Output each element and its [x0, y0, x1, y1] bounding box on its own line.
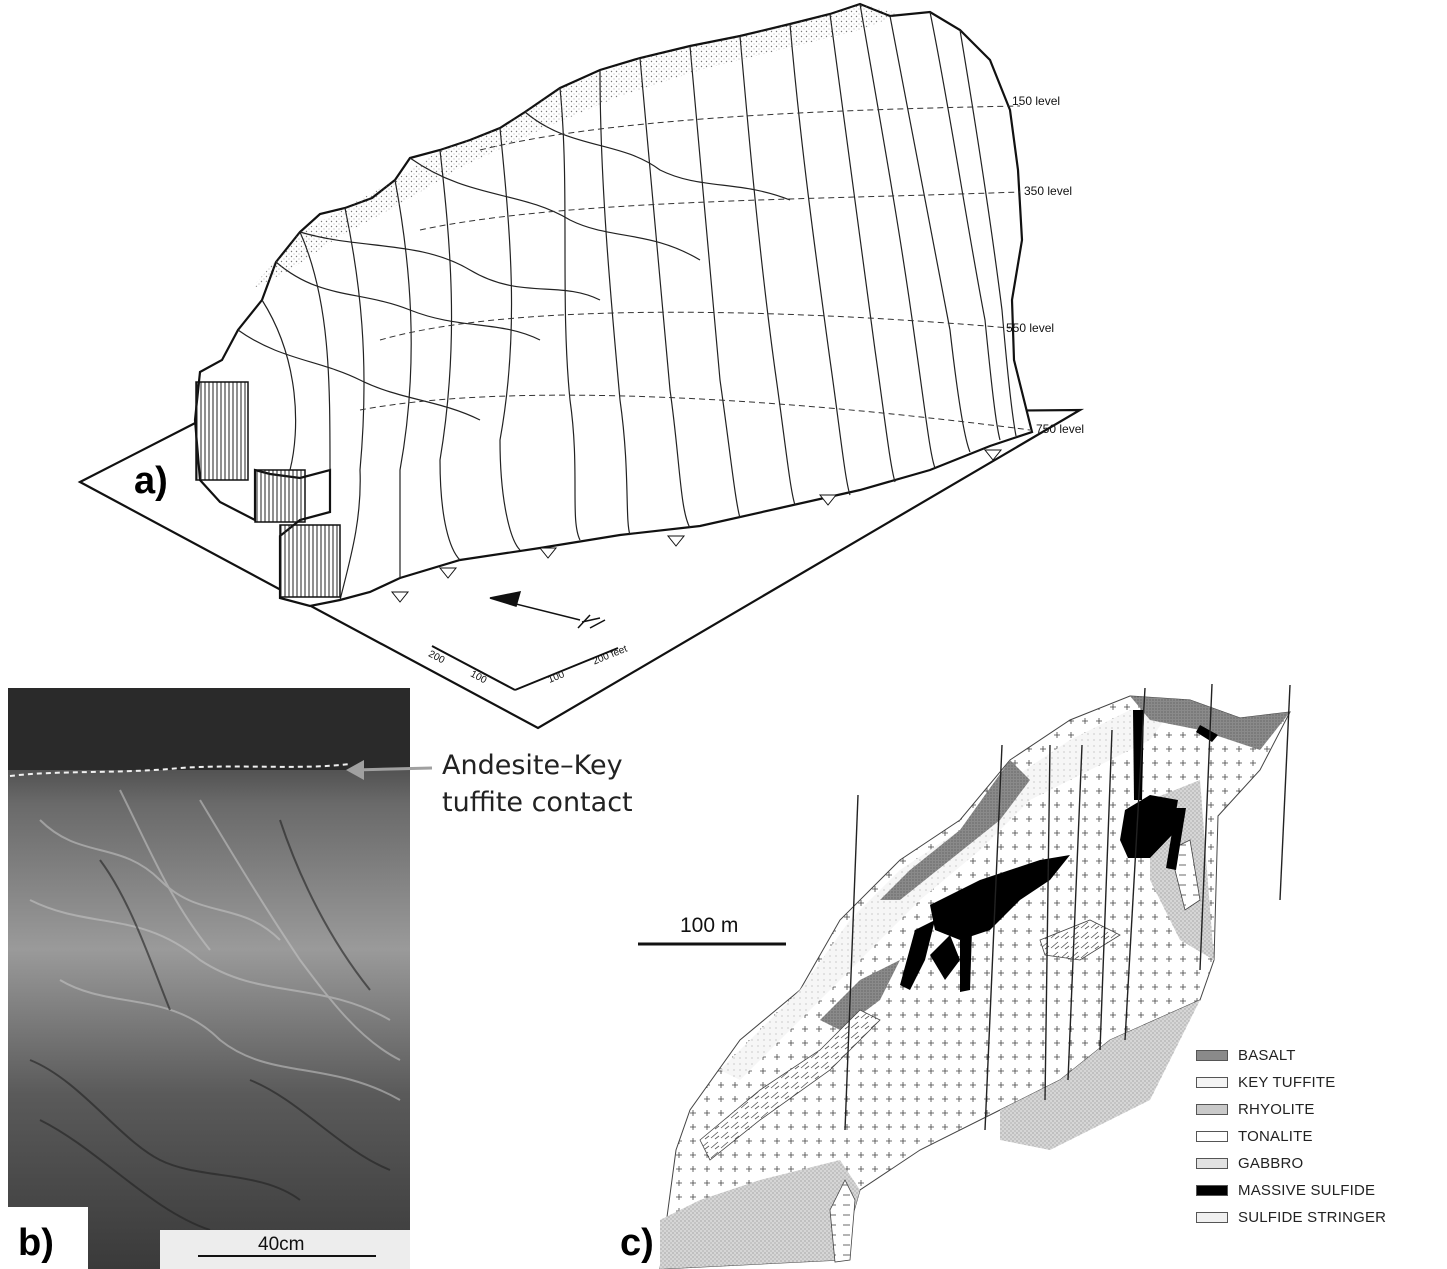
callout-line-1: Andesite–Key: [442, 750, 623, 781]
callout-arrow-line: [353, 766, 433, 772]
photo-scale-box: [160, 1230, 410, 1269]
basalt-band: [820, 960, 900, 1030]
legend-label: GABBRO: [1238, 1154, 1304, 1172]
basalt-band: [880, 760, 1030, 900]
level-label-350: 350 level: [1024, 184, 1073, 198]
rhyolite-zone: [660, 1160, 860, 1269]
section-scale-label: 100 m: [680, 914, 739, 937]
legend-swatch: [1196, 1157, 1228, 1169]
gabbro-dike: [1039, 919, 1121, 961]
level-lines: [359, 105, 1031, 431]
callout-arrow-head-icon: [346, 760, 364, 780]
panel-a-scale-bar: [431, 645, 619, 691]
north-arrow-icon: [489, 591, 606, 629]
legend-label: SULFIDE STRINGER: [1238, 1208, 1387, 1226]
legend-item-massive-sulfide: MASSIVE SULFIDE: [1196, 1179, 1375, 1201]
panel-a-letter: a): [134, 460, 168, 502]
panel-b-letter: b): [18, 1222, 54, 1264]
sulfide-stringer: [829, 1179, 856, 1263]
legend-item-sulfide-stringer: SULFIDE STRINGER: [1196, 1206, 1386, 1228]
level-label-150: 150 level: [1012, 94, 1061, 108]
legend-swatch: [1196, 1076, 1228, 1088]
callout-line-2: tuffite contact: [442, 787, 633, 818]
level-label-550: 550 level: [1006, 321, 1055, 335]
legend-label: MASSIVE SULFIDE: [1238, 1181, 1376, 1199]
panel-c-letter: c): [620, 1222, 654, 1264]
legend-swatch: [1196, 1103, 1228, 1115]
stippled-ridge: [250, 4, 900, 290]
contact-line: [9, 763, 351, 777]
legend-item-key-tuffite: KEY TUFFITE: [1196, 1071, 1336, 1093]
legend-item-rhyolite: RHYOLITE: [1196, 1098, 1315, 1120]
hatched-block: [254, 469, 306, 523]
orebody-surface: [193, 2, 1034, 608]
legend-label: RHYOLITE: [1238, 1100, 1315, 1118]
legend-label: KEY TUFFITE: [1238, 1073, 1336, 1091]
legend-label: TONALITE: [1238, 1127, 1313, 1145]
legend-swatch: [1196, 1130, 1228, 1142]
gabbro-dike: [699, 1009, 881, 1161]
panel-b-letter-bg: [8, 1207, 88, 1269]
legend-swatch: [1196, 1211, 1228, 1223]
massive-sulfide: [900, 710, 1218, 992]
legend-label: BASALT: [1238, 1046, 1296, 1064]
legend-item-basalt: BASALT: [1196, 1044, 1296, 1066]
legend-item-tonalite: TONALITE: [1196, 1125, 1313, 1147]
photo-scale-label: 40cm: [258, 1234, 305, 1255]
legend-item-gabbro: GABBRO: [1196, 1152, 1303, 1174]
legend-swatch: [1196, 1184, 1228, 1196]
key-tuffite-band: [720, 710, 1170, 1080]
legend: BASALT KEY TUFFITE RHYOLITE TONALITE GAB…: [1196, 1044, 1436, 1234]
level-label-750: 750 level: [1036, 422, 1085, 436]
contour-lines: [237, 3, 1017, 601]
drill-holes: [844, 683, 1291, 1131]
section-markers: [390, 449, 1003, 603]
hatched-block: [279, 524, 341, 598]
legend-swatch: [1196, 1049, 1228, 1061]
rhyolite-zone: [1000, 1000, 1200, 1150]
hatched-block: [195, 381, 249, 481]
base-plate: [77, 408, 1085, 730]
